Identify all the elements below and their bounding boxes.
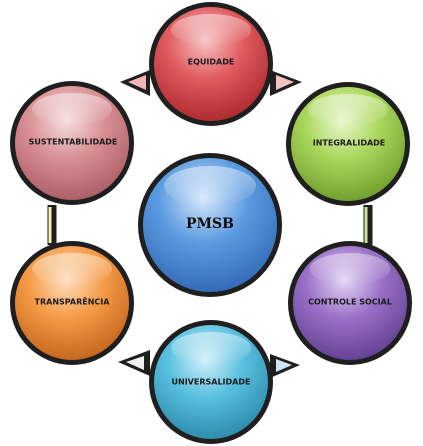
center-node: PMSB bbox=[138, 153, 282, 297]
node-label-equidade: EQUIDADE bbox=[188, 58, 235, 67]
arrow-bottom-right-gloss bbox=[276, 359, 292, 372]
node-label-universalidade: UNIVERSALIDADE bbox=[172, 378, 251, 387]
node-label-sustentabilidade: SUSTENTABILIDADE bbox=[29, 138, 118, 147]
node-integralidade: INTEGRALIDADE bbox=[286, 82, 410, 206]
node-label-integralidade: INTEGRALIDADE bbox=[313, 139, 386, 148]
cycle-ring bbox=[47, 205, 373, 245]
node-label-controle-social: CONTROLE SOCIAL bbox=[308, 298, 392, 307]
node-equidade: EQUIDADE bbox=[149, 2, 273, 126]
node-transparencia: TRANSPARÊNCIA bbox=[10, 241, 134, 365]
arrow-bottom-left-gloss bbox=[126, 356, 144, 370]
node-sustentabilidade: SUSTENTABILIDADE bbox=[10, 81, 134, 205]
arrow-top-right-gloss bbox=[276, 75, 294, 90]
cycle-arrows bbox=[118, 70, 302, 378]
node-universalidade: UNIVERSALIDADE bbox=[149, 320, 273, 444]
node-label-transparencia: TRANSPARÊNCIA bbox=[35, 296, 111, 307]
node-controle-social: CONTROLE SOCIAL bbox=[288, 241, 412, 365]
center-label: PMSB bbox=[186, 216, 234, 232]
arrow-top-left-gloss bbox=[128, 75, 146, 90]
